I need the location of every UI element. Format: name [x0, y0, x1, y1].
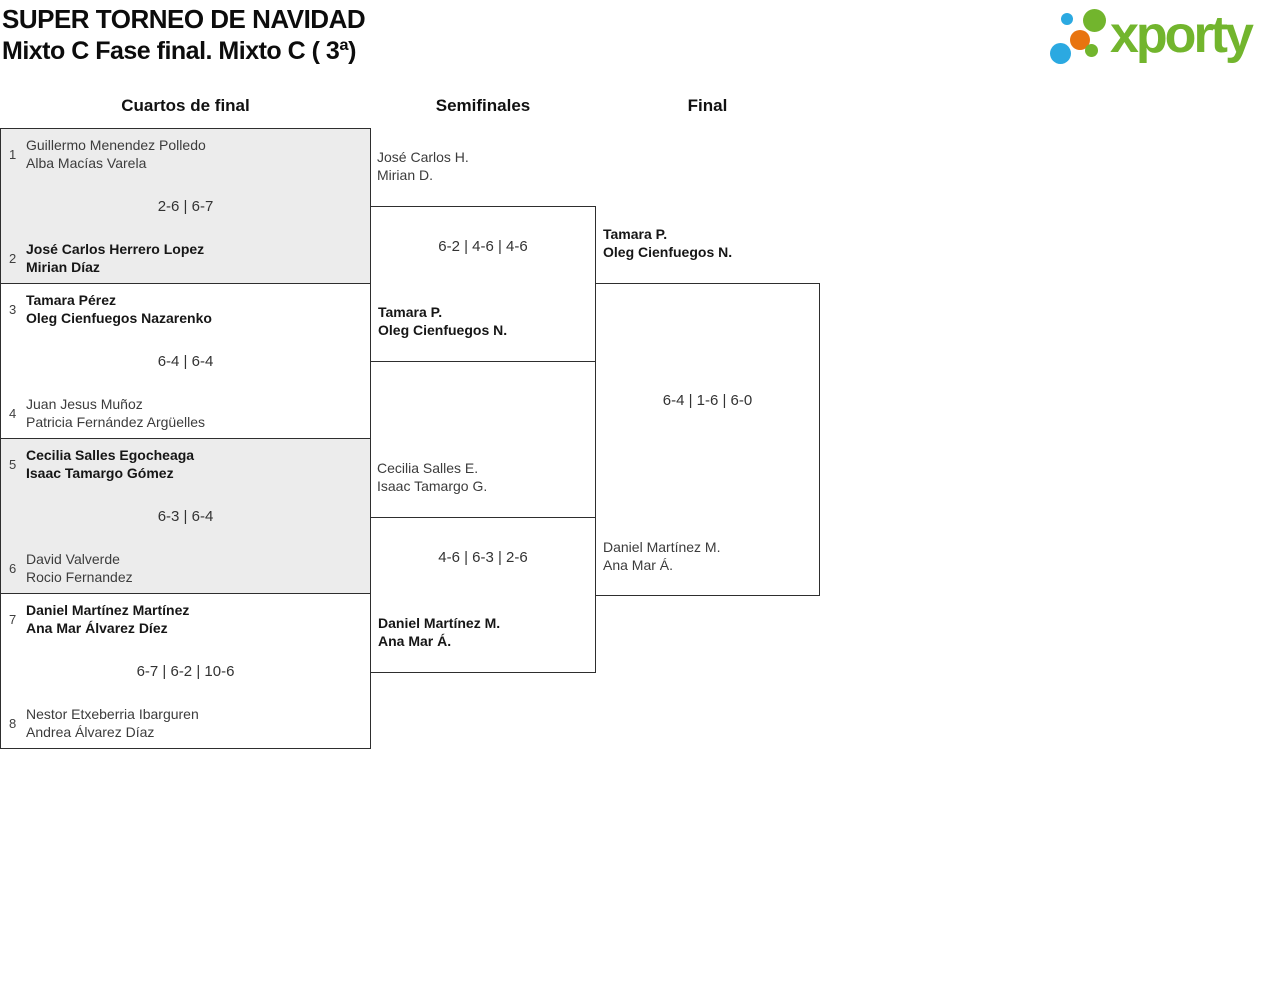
match-quarterfinal-3[interactable]: 5 Cecilia Salles Egocheaga Isaac Tamargo…	[0, 438, 371, 594]
match-slot-bottom: 4 Juan Jesus Muñoz Patricia Fernández Ar…	[9, 395, 362, 431]
logo-wordmark: xporty	[1110, 6, 1254, 64]
seed-number: 6	[9, 560, 17, 576]
round-header-semifinales: Semifinales	[435, 96, 531, 115]
participant-names: Juan Jesus Muñoz Patricia Fernández Argü…	[26, 396, 205, 430]
match-semifinal-2[interactable]: 4-6 | 6-3 | 2-6 Daniel Martínez M. Ana M…	[370, 517, 596, 673]
match-final[interactable]: 6-4 | 1-6 | 6-0	[595, 283, 820, 596]
seed-number: 4	[9, 405, 17, 421]
round-header-cuartos: Cuartos de final	[121, 96, 250, 115]
logo-dot-blue-big-icon	[1050, 43, 1071, 64]
seed-number: 8	[9, 715, 17, 731]
seed-number: 7	[9, 611, 17, 627]
participant-names: José Carlos Herrero Lopez Mirian Díaz	[26, 241, 205, 275]
participant-names: Nestor Etxeberria Ibarguren Andrea Álvar…	[26, 706, 199, 740]
match-quarterfinal-2[interactable]: 3 Tamara Pérez Oleg Cienfuegos Nazarenko…	[0, 283, 371, 439]
match-slot-top: 3 Tamara Pérez Oleg Cienfuegos Nazarenko	[9, 291, 362, 327]
logo-dot-orange-icon	[1070, 30, 1090, 50]
match-score: 6-7 | 6-2 | 10-6	[136, 663, 235, 680]
match-quarterfinal-1[interactable]: 1 Guillermo Menendez Polledo Alba Macías…	[0, 128, 371, 284]
match-slot-bottom: 2 José Carlos Herrero Lopez Mirian Díaz	[9, 240, 362, 276]
match-score: 2-6 | 6-7	[157, 198, 214, 215]
match-slot-top: 1 Guillermo Menendez Polledo Alba Macías…	[9, 136, 362, 172]
seed-number: 2	[9, 250, 17, 266]
logo-dot-green-small-icon	[1085, 44, 1098, 57]
participant-names: Daniel Martínez Martínez Ana Mar Álvarez…	[26, 602, 190, 636]
match-score: 4-6 | 6-3 | 2-6	[438, 549, 528, 566]
seed-number: 3	[9, 301, 17, 317]
participant-names: David Valverde Rocio Fernandez	[26, 551, 133, 585]
final-loser-participants: Daniel Martínez M. Ana Mar Á.	[603, 539, 721, 573]
participant-names: Guillermo Menendez Polledo Alba Macías V…	[26, 137, 206, 171]
xporty-logo[interactable]: xporty	[1048, 5, 1278, 80]
match-slot-top: 7 Daniel Martínez Martínez Ana Mar Álvar…	[9, 601, 362, 637]
participant-names: Tamara Pérez Oleg Cienfuegos Nazarenko	[26, 292, 212, 326]
winner-names: Tamara P. Oleg Cienfuegos N.	[378, 304, 508, 338]
match-score: 6-2 | 4-6 | 4-6	[438, 238, 528, 255]
logo-dot-green-big-icon	[1083, 9, 1106, 32]
match-score: 6-4 | 6-4	[157, 353, 214, 370]
match-score: 6-3 | 6-4	[157, 508, 214, 525]
sf2-top-participants: Cecilia Salles E. Isaac Tamargo G.	[377, 460, 488, 494]
match-slot-bottom: 8 Nestor Etxeberria Ibarguren Andrea Álv…	[9, 705, 362, 741]
tournament-title: SUPER TORNEO DE NAVIDAD	[2, 4, 366, 34]
match-quarterfinal-4[interactable]: 7 Daniel Martínez Martínez Ana Mar Álvar…	[0, 593, 371, 749]
sf1-top-participants: José Carlos H. Mirian D.	[377, 149, 469, 183]
final-winner-participants: Tamara P. Oleg Cienfuegos N.	[603, 226, 733, 260]
match-slot-bottom: 6 David Valverde Rocio Fernandez	[9, 550, 362, 586]
seed-number: 1	[9, 146, 17, 162]
logo-dot-blue-small-icon	[1061, 13, 1073, 25]
category-subtitle: Mixto C Fase final. Mixto C ( 3ª)	[2, 37, 356, 65]
winner-names: Daniel Martínez M. Ana Mar Á.	[378, 615, 501, 649]
match-slot-top: 5 Cecilia Salles Egocheaga Isaac Tamargo…	[9, 446, 362, 482]
seed-number: 5	[9, 456, 17, 472]
round-header-final: Final	[687, 96, 728, 115]
match-semifinal-1[interactable]: 6-2 | 4-6 | 4-6 Tamara P. Oleg Cienfuego…	[370, 206, 596, 362]
participant-names: Cecilia Salles Egocheaga Isaac Tamargo G…	[26, 447, 195, 481]
match-score: 6-4 | 1-6 | 6-0	[662, 392, 753, 409]
